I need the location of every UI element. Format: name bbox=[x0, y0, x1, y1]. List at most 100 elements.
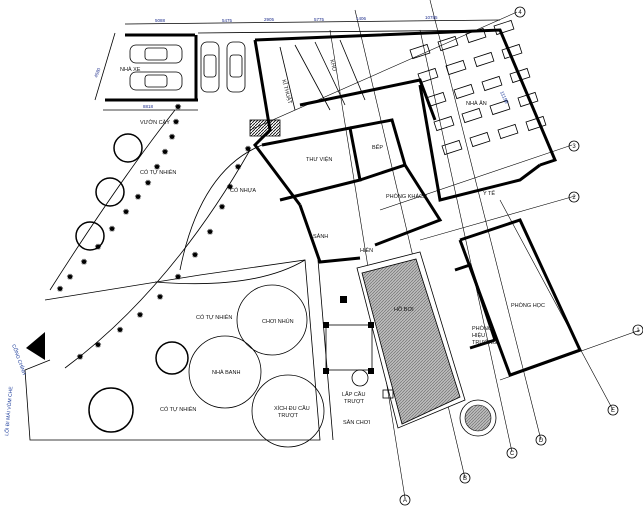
shrub-icon: ✹ bbox=[174, 272, 182, 282]
shrub-icon: ✹ bbox=[153, 162, 161, 172]
label-natural-grass-2: CỎ TỰ NHIÊN bbox=[196, 313, 232, 321]
room-label-pool: HỒ BƠI bbox=[394, 306, 414, 313]
tree-icon bbox=[155, 341, 189, 375]
label-principal: PHÒNG bbox=[472, 325, 492, 332]
shrub-icon: ✹ bbox=[56, 284, 64, 294]
swing-slide-area bbox=[251, 374, 325, 448]
swimming-pool: HỒ BƠI bbox=[356, 251, 497, 437]
shrub-icon: ✹ bbox=[172, 117, 180, 127]
shrub-icon: ✹ bbox=[116, 325, 124, 335]
label-garden: VƯỜN CÂY bbox=[140, 119, 170, 126]
label-canteen: NHÀ ĂN bbox=[466, 100, 487, 107]
car-icon bbox=[129, 71, 183, 91]
shrub-icon: ✹ bbox=[244, 144, 252, 154]
tree-icon bbox=[88, 387, 134, 433]
svg-text:2: 2 bbox=[572, 195, 576, 201]
svg-text:HIỆU: HIỆU bbox=[472, 331, 485, 339]
table-icon bbox=[473, 51, 495, 68]
top-dimensions: 5088 5475 2905 5775 1406 10785 4580 8818 bbox=[93, 15, 501, 111]
bounce-area bbox=[236, 284, 308, 356]
svg-text:1: 1 bbox=[636, 328, 640, 334]
axis-marker-a: A bbox=[399, 494, 411, 506]
shrub-icon: ✹ bbox=[66, 272, 74, 282]
table-icon bbox=[425, 91, 447, 108]
shrub-icon: ✹ bbox=[108, 224, 116, 234]
shrub-icon: ✹ bbox=[226, 182, 234, 192]
svg-text:D: D bbox=[539, 438, 544, 444]
svg-text:TRƯỞNG: TRƯỞNG bbox=[472, 339, 497, 346]
table-icon bbox=[509, 67, 531, 84]
label-ball-house: NHÀ BANH bbox=[212, 369, 240, 376]
label-playground: SÂN CHƠI bbox=[343, 419, 370, 426]
shrub-icon: ✹ bbox=[122, 207, 130, 217]
table-icon bbox=[433, 115, 455, 132]
svg-text:5475: 5475 bbox=[222, 18, 233, 23]
stair bbox=[249, 119, 281, 137]
canteen-tables bbox=[409, 19, 547, 156]
table-icon bbox=[469, 131, 491, 148]
svg-text:8818: 8818 bbox=[143, 104, 154, 109]
table-icon bbox=[445, 59, 467, 76]
table-icon bbox=[417, 67, 439, 84]
axis-marker-c: C bbox=[506, 447, 518, 459]
shrub-icon: ✹ bbox=[218, 202, 226, 212]
room-label-parking: NHÀ XE bbox=[120, 66, 141, 73]
label-porch: HIÊN bbox=[360, 246, 373, 254]
label-storage: KHO bbox=[328, 59, 337, 73]
table-icon bbox=[465, 27, 487, 44]
label-kitchen: BẾP bbox=[372, 144, 383, 151]
shrub-icon: ✹ bbox=[174, 102, 182, 112]
trees: ✹✹✹✹✹✹✹✹✹✹✹✹✹✹✹✹✹✹✹✹✹✹✹✹✹ bbox=[49, 102, 306, 433]
svg-text:E: E bbox=[611, 408, 615, 414]
svg-text:B: B bbox=[463, 476, 467, 482]
axis-marker-4: 4 bbox=[514, 6, 526, 18]
table-icon bbox=[501, 43, 523, 60]
axis-marker-1: 1 bbox=[632, 324, 643, 336]
label-lobby: SẢNH bbox=[313, 233, 328, 240]
shrub-icon: ✹ bbox=[234, 162, 242, 172]
playground bbox=[24, 259, 394, 448]
label-classroom: PHÒNG HỌC bbox=[511, 302, 545, 309]
table-icon bbox=[481, 75, 503, 92]
label-natural-grass: CỎ TỰ NHIÊN bbox=[140, 168, 176, 176]
svg-text:TRƯỢT: TRƯỢT bbox=[344, 399, 365, 405]
ball-house bbox=[188, 335, 262, 409]
tree-icon bbox=[75, 221, 105, 251]
shrub-icon: ✹ bbox=[161, 147, 169, 157]
svg-text:2905: 2905 bbox=[264, 17, 275, 22]
label-medical: Y TẾ bbox=[483, 190, 495, 197]
parking-area: NHÀ XE bbox=[94, 29, 501, 102]
axis-marker-e: E bbox=[607, 404, 619, 416]
svg-text:3: 3 bbox=[572, 144, 576, 150]
label-slide: LẮP CẦU bbox=[342, 390, 365, 398]
label-reception: PHÒNG KHÁCH bbox=[386, 193, 427, 200]
label-natural-grass-3: CỎ TỰ NHIÊN bbox=[160, 405, 196, 413]
shrub-icon: ✹ bbox=[76, 352, 84, 362]
shrub-icon: ✹ bbox=[94, 340, 102, 350]
shrub-icon: ✹ bbox=[134, 192, 142, 202]
car-icon bbox=[129, 44, 183, 64]
shrub-icon: ✹ bbox=[94, 242, 102, 252]
shrub-icon: ✹ bbox=[80, 257, 88, 267]
table-icon bbox=[409, 43, 431, 60]
car-icon bbox=[200, 41, 220, 93]
table-icon bbox=[461, 107, 483, 124]
table-icon bbox=[525, 115, 547, 132]
svg-text:A: A bbox=[403, 498, 407, 504]
label-covered-walkway: LỐI ĐI MÁI VÒM CHE bbox=[3, 385, 14, 436]
svg-text:11198: 11198 bbox=[498, 90, 509, 105]
axis-markers: A B C D E 1 2 3 4 bbox=[399, 6, 643, 506]
svg-text:4: 4 bbox=[518, 10, 522, 16]
table-icon bbox=[489, 99, 511, 116]
table-icon bbox=[497, 123, 519, 140]
svg-text:1406: 1406 bbox=[356, 16, 367, 21]
label-library: THƯ VIỆN bbox=[306, 155, 332, 163]
shrub-icon: ✹ bbox=[206, 227, 214, 237]
axis-marker-b: B bbox=[459, 472, 471, 484]
shrub-icon: ✹ bbox=[191, 250, 199, 260]
table-icon bbox=[517, 91, 539, 108]
shrub-icon: ✹ bbox=[168, 132, 176, 142]
shrub-icon: ✹ bbox=[136, 310, 144, 320]
svg-text:C: C bbox=[510, 451, 515, 457]
